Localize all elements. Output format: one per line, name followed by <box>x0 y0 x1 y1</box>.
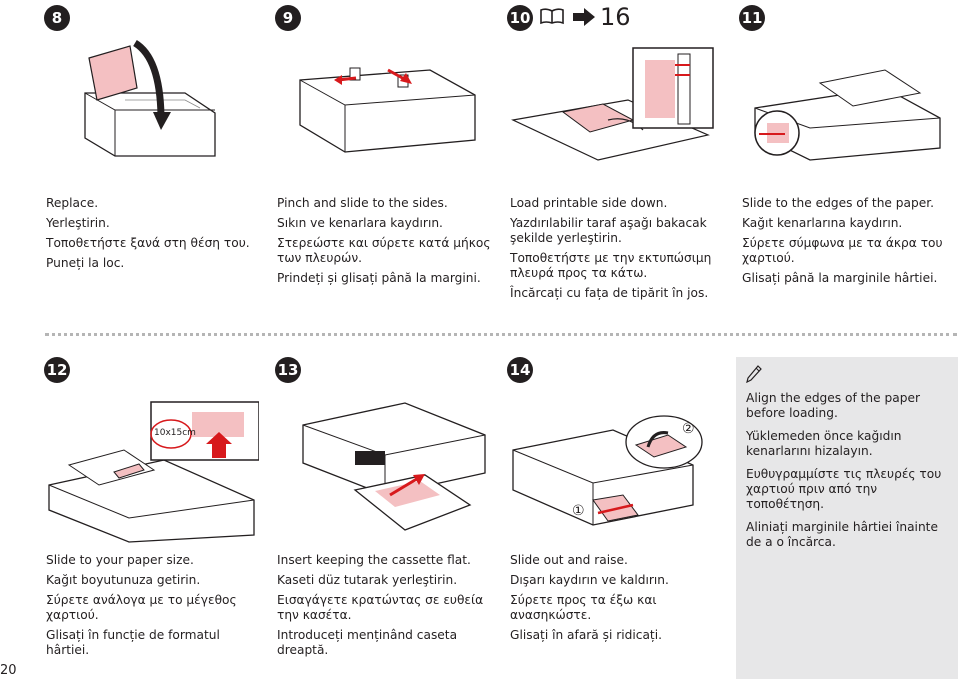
edge-guides-illustration <box>299 67 476 153</box>
step-badge-9: 9 <box>275 5 301 31</box>
load-paper-illustration <box>511 47 714 161</box>
arrow-right-icon <box>572 7 596 27</box>
note-panel: Align the edges of the paper before load… <box>736 357 958 679</box>
edge-guide-slide-illustration <box>754 69 941 161</box>
step-badge-12: 12 <box>44 357 70 383</box>
output-tray-illustration: ① ② <box>508 395 730 545</box>
step-10-text: Load printable side down.Yazdırılabilir … <box>510 196 712 300</box>
note-text: Align the edges of the paper before load… <box>746 391 942 549</box>
step-9-text: Pinch and slide to the sides.Sıkın ve ke… <box>277 196 491 285</box>
step-12-text: Slide to your paper size.Kağıt boyutunuz… <box>46 553 237 657</box>
pencil-icon <box>746 365 762 383</box>
step-badge-14: 14 <box>507 357 533 383</box>
paper-size-label: 10x15cm <box>154 428 196 438</box>
step-8-text: Replace.Yerleştirin.Τοποθετήστε ξανά στη… <box>46 196 250 270</box>
paper-size-illustration: 10x15cm <box>44 400 259 545</box>
step-badge-10: 10 <box>507 5 533 31</box>
step-badge-11: 11 <box>739 5 765 31</box>
step-13-text: Insert keeping the cassette flat.Kaseti … <box>277 553 484 657</box>
step-11-text: Slide to the edges of the paper.Kağıt ke… <box>742 196 943 285</box>
section-divider <box>45 333 957 336</box>
step-badge-13: 13 <box>275 357 301 383</box>
cassette-replace-illustration <box>84 40 216 157</box>
insert-cassette-illustration <box>302 402 486 531</box>
book-icon <box>540 7 564 25</box>
step-14-text: Slide out and raise.Dışarı kaydırın ve k… <box>510 553 669 642</box>
callout-2: ② <box>682 421 695 437</box>
page-number: 20 <box>0 663 17 678</box>
step-badge-8: 8 <box>44 5 70 31</box>
page-reference: 16 <box>600 3 631 31</box>
callout-1: ① <box>572 503 585 519</box>
page-edge <box>0 0 15 679</box>
